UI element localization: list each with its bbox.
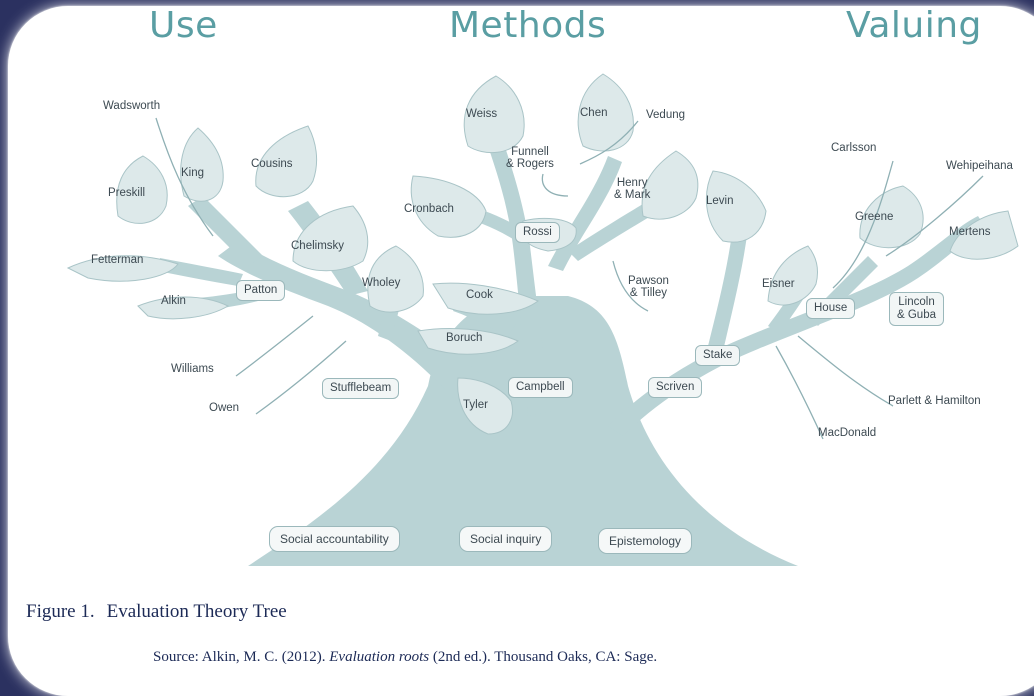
- figure-title: Evaluation Theory Tree: [106, 601, 287, 622]
- tree-leaves: [66, 73, 1019, 435]
- node-rossi: Rossi: [515, 222, 560, 244]
- label-macdonald: MacDonald: [818, 427, 877, 439]
- node-lincoln-guba: Lincoln & Guba: [889, 292, 944, 327]
- leaf-fetterman: Fetterman: [91, 254, 144, 266]
- leaf-greene: Greene: [855, 211, 894, 223]
- leaf-alkin: Alkin: [161, 295, 186, 307]
- leaf-preskill: Preskill: [108, 187, 146, 199]
- leaf-chelimsky: Chelimsky: [291, 240, 345, 252]
- node-patton: Patton: [236, 280, 286, 302]
- leaf-mertens: Mertens: [949, 226, 991, 238]
- leaf-chen: Chen: [580, 107, 608, 119]
- node-house: House: [806, 298, 856, 320]
- label-funnell-rogers: Funnell & Rogers: [506, 146, 554, 171]
- leaf-cousins: Cousins: [251, 158, 293, 170]
- leaf-wholey: Wholey: [362, 277, 401, 289]
- figure-source: Source: Alkin, M. C. (2012). Evaluation …: [153, 649, 657, 666]
- node-campbell: Campbell: [508, 377, 573, 399]
- tree-trunk-and-branches: [158, 141, 986, 566]
- root-social-accountability: Social accountability: [269, 526, 400, 552]
- evaluation-tree-drawing: [66, 73, 1019, 566]
- root-epistemology: Epistemology: [598, 528, 693, 554]
- node-scriven: Scriven: [648, 377, 703, 399]
- label-wadsworth: Wadsworth: [103, 100, 161, 112]
- leaf-boruch: Boruch: [446, 332, 483, 344]
- label-pawson-tilley: Pawson & Tilley: [628, 275, 669, 300]
- leaf-henry-mark: Henry & Mark: [614, 177, 651, 202]
- node-stake: Stake: [695, 345, 741, 367]
- figure-number: Figure 1.: [26, 601, 95, 622]
- leaf-cronbach: Cronbach: [404, 203, 454, 215]
- label-carlsson: Carlsson: [831, 142, 877, 154]
- valuing-branch-title: Valuing: [846, 6, 982, 46]
- node-stufflebeam: Stufflebeam: [322, 378, 400, 400]
- source-suffix: (2nd ed.). Thousand Oaks, CA: Sage.: [432, 649, 658, 665]
- methods-branch-title: Methods: [449, 6, 607, 46]
- label-wehipeihana: Wehipeihana: [946, 160, 1013, 172]
- use-branch-title: Use: [149, 6, 218, 46]
- label-owen: Owen: [209, 402, 240, 414]
- leaf-cook: Cook: [466, 289, 493, 301]
- leaf-king: King: [181, 167, 205, 179]
- root-social-inquiry: Social inquiry: [459, 526, 553, 552]
- leaf-tyler: Tyler: [463, 399, 488, 411]
- figure-card: Use Methods Valuing Wadsworth King Cousi…: [8, 6, 1034, 696]
- leader-lines: [155, 117, 984, 440]
- label-vedung: Vedung: [646, 109, 686, 121]
- leaf-eisner: Eisner: [762, 278, 795, 290]
- source-prefix: Source: Alkin, M. C. (2012).: [153, 649, 326, 665]
- figure-caption: Figure 1. Evaluation Theory Tree: [26, 601, 287, 623]
- source-title: Evaluation roots: [329, 649, 430, 665]
- leaf-weiss: Weiss: [466, 108, 498, 120]
- label-parlett-hamilton: Parlett & Hamilton: [888, 395, 981, 407]
- leaf-levin: Levin: [706, 195, 734, 207]
- label-williams: Williams: [171, 363, 214, 375]
